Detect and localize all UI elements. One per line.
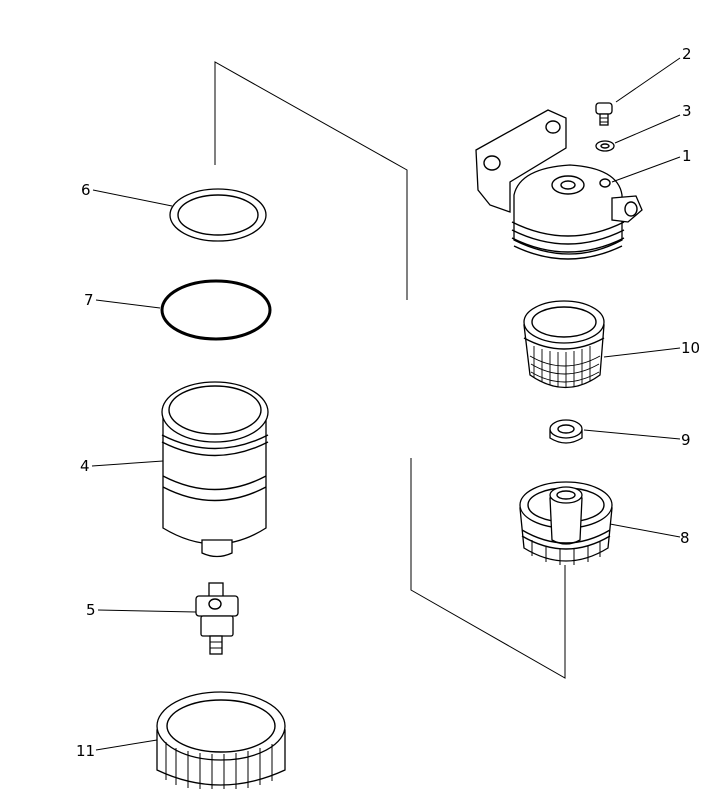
part-4-filter-cartridge <box>161 381 269 558</box>
leader-lines <box>91 57 681 751</box>
part-7-o-ring <box>160 279 272 341</box>
part-label-2: 2 <box>682 45 692 63</box>
part-11-ring-nut <box>156 691 286 789</box>
part-1-filter-head <box>475 109 643 260</box>
assembly-bracket-lines <box>214 61 566 679</box>
part-label-1: 1 <box>682 147 692 165</box>
part-label-11: 11 <box>76 742 95 760</box>
part-label-5: 5 <box>86 601 96 619</box>
part-3-washer <box>595 140 615 152</box>
part-label-8: 8 <box>680 529 690 547</box>
part-8-filter-cup <box>519 481 613 565</box>
part-label-9: 9 <box>681 431 691 449</box>
part-label-6: 6 <box>81 181 91 199</box>
part-label-7: 7 <box>84 291 94 309</box>
part-label-4: 4 <box>80 457 90 475</box>
part-label-10: 10 <box>681 339 700 357</box>
part-label-3: 3 <box>682 102 692 120</box>
part-labels: 1 2 3 4 5 6 7 8 9 10 11 <box>76 45 700 760</box>
part-2-bolt <box>595 102 613 126</box>
part-6-packing-ring <box>169 188 267 242</box>
part-10-screen-element <box>523 300 605 388</box>
part-5-drain-valve <box>195 582 239 655</box>
part-9-small-ring <box>549 419 583 444</box>
